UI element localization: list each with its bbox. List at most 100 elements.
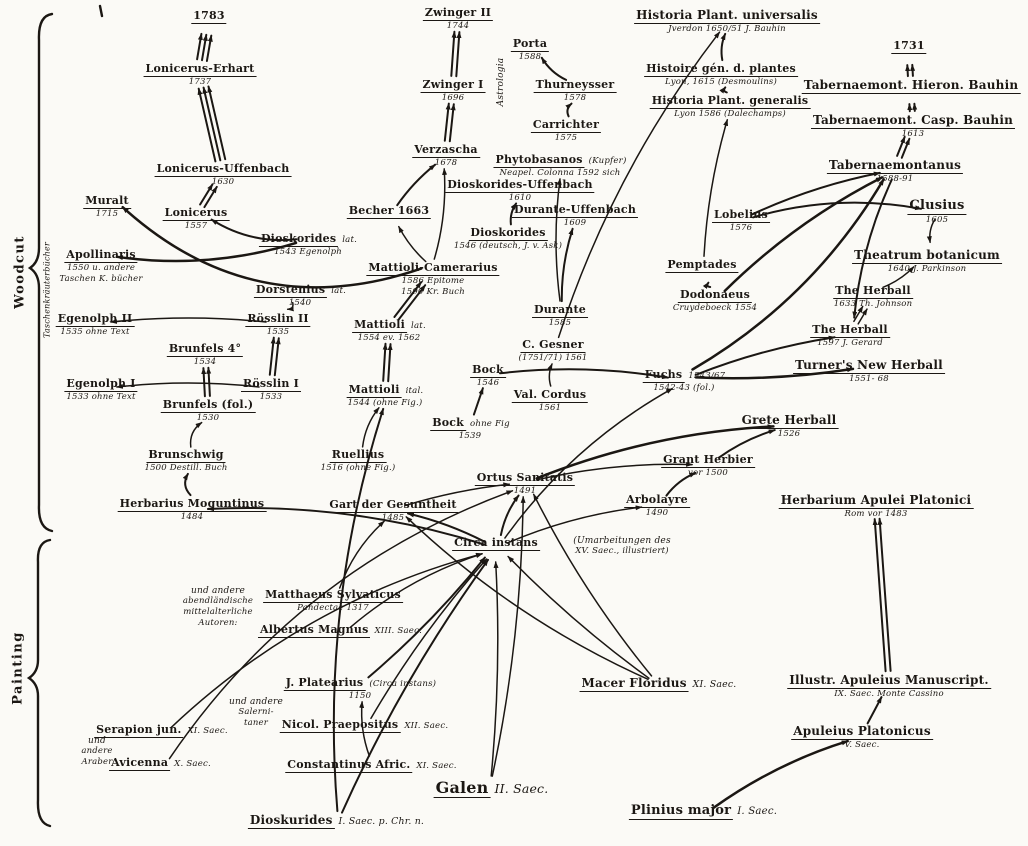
node-astrologia: Astrologia <box>496 56 506 109</box>
edge-gesner-to-hist_univ <box>557 31 721 339</box>
node-label: Brunfels 4° <box>166 342 244 357</box>
edge-histoire_gen-to-hist_univ <box>720 32 727 62</box>
node-date: 1516 (ohne Fig.) <box>320 462 396 473</box>
node-annotation: ital. <box>405 386 424 396</box>
node-label: Porta <box>510 37 550 52</box>
node-label: Dorstenius <box>253 283 328 298</box>
node-annotation: X. Saec. <box>174 759 211 769</box>
node-label: Apollinaris <box>64 248 138 263</box>
node-date: 1585 <box>548 317 572 328</box>
edge-zwinger1-to-zwinger2 <box>450 30 457 77</box>
node-y1783: 1783 <box>191 9 227 24</box>
woodcut-section-label: Woodcut <box>12 235 28 309</box>
node-date: 1630 <box>211 176 235 187</box>
node-date: abendländische <box>182 596 254 607</box>
node-label: Egenolph II <box>55 312 135 327</box>
edge-dioskorides_lat-to-apollinaris <box>115 241 298 263</box>
node-label: Ortus Sanitatis <box>474 471 576 486</box>
edge-dodonaeus-to-tabernaemontanus <box>723 176 884 293</box>
edge-herb_moguntinus-to-brunschwig <box>182 472 192 497</box>
node-date: mittelalterliche <box>183 607 253 618</box>
tick-mark <box>98 4 104 18</box>
edge-erhart-to-y1783 <box>196 32 203 61</box>
node-label: Taschenkräuterbücher <box>42 242 52 338</box>
node-annotation: I. Saec. <box>737 806 778 817</box>
node-serapion: Serapion jun.XI. Saec. <box>94 723 228 738</box>
edge-mattioli_lat-to-mattioli_cam <box>393 281 423 318</box>
node-label: Bock <box>430 416 466 431</box>
edge-dioskorides_lat-to-lonicerus <box>210 218 298 242</box>
node-label: Theatrum botanicum <box>852 248 1002 264</box>
node-label: Durante-Uffenbach <box>511 203 639 218</box>
node-label: The Herball <box>810 323 890 338</box>
node-constantinus: Constantinus Afric.XI. Saec. <box>285 758 457 773</box>
node-date: andere <box>81 746 113 757</box>
edge-galen-to-ortus <box>491 495 526 777</box>
node-date: 1534 <box>193 356 217 367</box>
node-date: 1640 J. Parkinson <box>887 263 967 274</box>
node-date: 1610 <box>508 192 532 203</box>
node-taschen_note: Taschenkräuterbücher <box>42 240 51 340</box>
edge-erhart-to-y1783 <box>205 34 213 62</box>
node-date: Lyon, 1615 (Desmoulins) <box>665 76 777 87</box>
node-date: 1561 <box>538 402 562 413</box>
node-date: IX. Saec. Monte Cassino <box>834 688 944 699</box>
node-date: 1633 Th. Johnson <box>833 298 913 309</box>
node-label: Becher 1663 <box>346 204 432 219</box>
edge-mattioli_cam-to-muralt <box>121 205 423 289</box>
edge-lon_uffenbach-to-erhart <box>207 85 227 161</box>
edge-grant-to-grete <box>717 429 776 459</box>
node-annotation: I. Saec. p. Chr. n. <box>338 816 425 827</box>
node-date: 1575 <box>554 132 578 143</box>
node-annotation: XII. Saec. <box>404 721 449 731</box>
node-label: Mattioli <box>346 383 402 398</box>
edge-verzascha-to-zwinger1 <box>443 102 451 142</box>
node-label: The Herball <box>833 284 913 299</box>
edge-dodonaeus-to-pemptades <box>702 281 712 289</box>
node-date: Rom vor 1483 <box>844 508 908 519</box>
node-date: vor 1500 <box>688 467 728 478</box>
edge-dioskurides_anc-to-circa <box>341 558 489 814</box>
node-date: 1578 <box>563 92 587 103</box>
node-date: taner <box>243 718 269 729</box>
node-date: 1485 <box>381 512 405 523</box>
node-date: Pandectae 1317 <box>297 602 369 613</box>
node-annotation: XI. Saec. <box>692 679 737 690</box>
node-label: Herbarium Apulei Platonici <box>778 493 974 509</box>
edge-tabernaemontanus-to-tab_casp <box>896 135 906 157</box>
edge-lonicerus-to-lon_uffenbach <box>199 183 214 206</box>
node-date: 1715 <box>95 208 119 219</box>
node-gesner: C. Gesner(1751/71) 1561 <box>518 338 587 364</box>
node-label: Historia Plant. generalis <box>649 94 811 109</box>
node-brunfels4: Brunfels 4°1534 <box>166 342 244 368</box>
node-label: J. Platearius <box>283 676 366 691</box>
node-label: Macer Floridus <box>579 676 689 692</box>
painting-brace <box>26 538 52 828</box>
node-tab_hieron: Tabernaemont. Hieron. Bauhin <box>801 78 1021 94</box>
node-date: 1526 <box>777 428 801 439</box>
node-label: Thurneysser <box>533 78 617 93</box>
edge-tabernaemontanus-to-herball1597 <box>852 178 893 319</box>
edge-val_cordus-to-gesner <box>547 363 553 387</box>
node-date: 1551- 68 <box>849 373 889 384</box>
edge-platearius-to-circa <box>367 556 486 679</box>
node-label: Historia Plant. universalis <box>634 8 820 24</box>
